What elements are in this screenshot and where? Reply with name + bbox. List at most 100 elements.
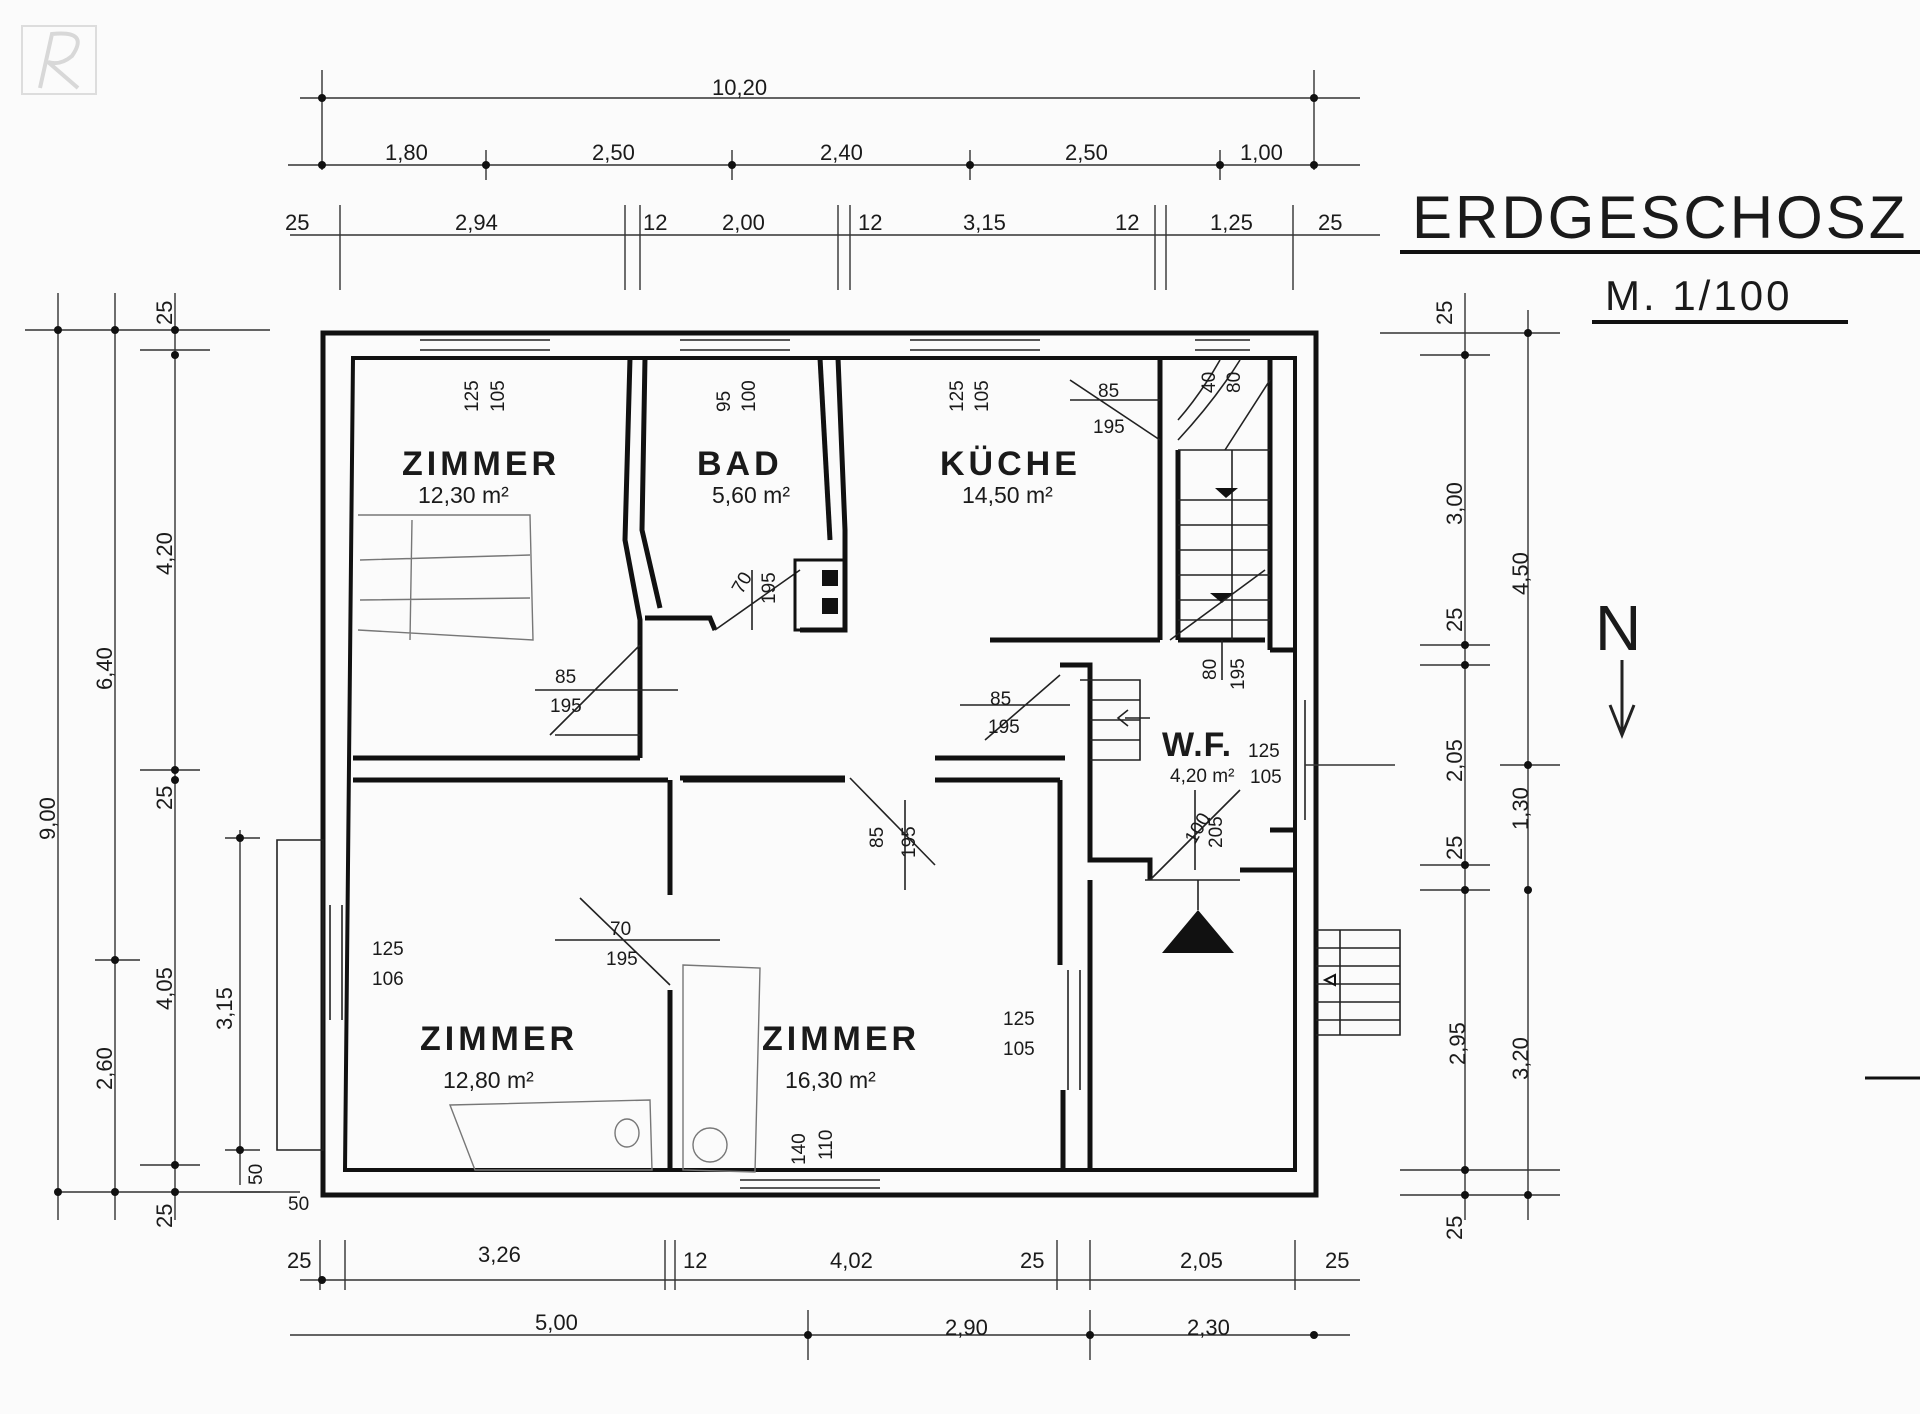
dimension-lines (25, 70, 1560, 1360)
opening-zimmer3-window-bottom-w: 140 (789, 1133, 810, 1165)
dim-left-window-1: 3,15 (212, 987, 237, 1030)
dim-right-outer-1: 4,50 (1508, 552, 1533, 595)
dim-right-inner-1: 25 (1432, 301, 1457, 325)
dim-bottom-6: 2,05 (1180, 1248, 1223, 1273)
opening-kueche-door-h: 195 (988, 717, 1020, 738)
dim-left-inner-5: 25 (152, 1204, 177, 1228)
opening-zimmer2-window-h: 106 (372, 969, 404, 990)
dim-top2-1: 25 (285, 210, 309, 235)
dim-top2-7: 12 (1115, 210, 1139, 235)
dim-right-outer-3: 3,20 (1508, 1037, 1533, 1080)
dim-top2-2: 2,94 (455, 210, 498, 235)
opening-zimmer2-window-w: 125 (372, 939, 404, 960)
opening-hall-door-w: 85 (867, 827, 888, 848)
dim-left-window-2: 50 (246, 1164, 267, 1185)
dim-top-total: 10,20 (712, 75, 767, 100)
dim-bottom2-3: 2,30 (1187, 1315, 1230, 1340)
opening-zimmer3-window-right-h: 105 (1003, 1039, 1035, 1060)
dim-left-mid-2: 2,60 (92, 1047, 117, 1090)
dim-left-mid-1: 6,40 (92, 647, 117, 690)
opening-kueche-window-w: 125 (947, 380, 968, 412)
room-name-bad: BAD (697, 445, 783, 483)
opening-bad-window-h: 100 (739, 380, 760, 412)
plan-scale: M. 1/100 (1605, 272, 1792, 319)
room-name-zimmer-3: ZIMMER (762, 1020, 920, 1058)
dim-left-inner-1: 25 (152, 301, 177, 325)
dim-right-inner-6: 2,95 (1445, 1022, 1470, 1065)
dim-right-inner-4: 2,05 (1442, 739, 1467, 782)
opening-hall-door-h: 195 (899, 826, 920, 858)
building-walls (320, 330, 1401, 1198)
dim-right-inner-3: 25 (1442, 608, 1467, 632)
dim-top2-9: 25 (1318, 210, 1342, 235)
opening-wf-door-top-w: 80 (1200, 659, 1221, 680)
dim-right-inner-5: 25 (1442, 836, 1467, 860)
opening-kueche-door-w: 85 (990, 689, 1011, 710)
opening-bad-window-w: 95 (714, 391, 735, 412)
door-swings (535, 379, 1266, 986)
opening-zimmer1-door-w: 85 (555, 667, 576, 688)
dim-top2-4: 2,00 (722, 210, 765, 235)
dim-top-3: 2,40 (820, 140, 863, 165)
plan-title: ERDGESCHOSZ (1412, 184, 1908, 251)
dim-top2-3: 12 (643, 210, 667, 235)
opening-stair-window-h: 80 (1224, 372, 1245, 393)
room-area-zimmer-2: 12,80 m² (443, 1067, 534, 1093)
dim-top-4: 2,50 (1065, 140, 1108, 165)
dim-right-inner-2: 3,00 (1442, 482, 1467, 525)
dim-right-inner-7: 25 (1442, 1216, 1467, 1240)
opening-zimmer3-window-bottom-h: 110 (816, 1130, 837, 1160)
room-name-wf: W.F. (1162, 726, 1232, 764)
dim-right-outer-2: 1,30 (1508, 787, 1533, 830)
dim-bottom-4: 4,02 (830, 1248, 873, 1273)
opening-zimmer3-door-h: 195 (606, 949, 638, 970)
dim-bottom2-2: 2,90 (945, 1315, 988, 1340)
dim-left-inner-3: 25 (152, 786, 177, 810)
dim-bottom2-1: 5,00 (535, 1310, 578, 1335)
dim-left-window-3: 50 (288, 1194, 309, 1215)
room-area-zimmer-3: 16,30 m² (785, 1067, 876, 1093)
room-area-zimmer-1: 12,30 m² (418, 482, 509, 508)
room-name-kueche: KÜCHE (940, 445, 1081, 483)
dim-bottom-3: 12 (683, 1248, 707, 1273)
room-area-kueche: 14,50 m² (962, 482, 1053, 508)
opening-wf-window-h: 105 (1250, 767, 1282, 788)
dim-bottom-5: 25 (1020, 1248, 1044, 1273)
room-area-bad: 5,60 m² (712, 482, 790, 508)
opening-zimmer1-window-h: 105 (488, 380, 509, 412)
dim-left-inner-4: 4,05 (152, 967, 177, 1010)
furniture-sketches (357, 514, 847, 1173)
entrance-marker (1162, 910, 1234, 953)
opening-stair-door-h: 195 (1093, 417, 1125, 438)
dim-top-5: 1,00 (1240, 140, 1283, 165)
opening-wf-window-w: 125 (1248, 741, 1280, 762)
opening-zimmer1-door-h: 195 (550, 696, 582, 717)
opening-stair-window-w: 40 (1199, 372, 1220, 393)
dim-left-total: 9,00 (35, 797, 60, 840)
opening-zimmer1-window-w: 125 (462, 380, 483, 412)
opening-kueche-window-h: 105 (972, 380, 993, 412)
windows (276, 339, 1306, 1189)
north-arrow-icon: N (1595, 592, 1641, 740)
opening-wf-door-bottom-h: 205 (1206, 816, 1227, 848)
north-label: N (1595, 592, 1641, 664)
opening-zimmer3-window-right-w: 125 (1003, 1009, 1035, 1030)
dim-top-1: 1,80 (385, 140, 428, 165)
dim-top-2: 2,50 (592, 140, 635, 165)
opening-annotations: 125 105 95 100 125 105 40 80 85 195 70 1… (372, 372, 1282, 1165)
dim-top2-8: 1,25 (1210, 210, 1253, 235)
dim-left-inner-2: 4,20 (152, 532, 177, 575)
opening-wf-door-top-h: 195 (1228, 658, 1249, 690)
opening-stair-door-w: 85 (1098, 381, 1119, 402)
dim-bottom-2: 3,26 (478, 1242, 521, 1267)
dim-top2-6: 3,15 (963, 210, 1006, 235)
staircase (1080, 359, 1271, 761)
room-name-zimmer-2: ZIMMER (420, 1020, 578, 1058)
opening-bad-door-h: 195 (759, 572, 780, 604)
room-name-zimmer-1: ZIMMER (402, 445, 560, 483)
opening-zimmer3-door-w: 70 (610, 919, 631, 940)
logo-mark (21, 25, 97, 95)
dim-top2-5: 12 (858, 210, 882, 235)
dim-bottom-7: 25 (1325, 1248, 1349, 1273)
